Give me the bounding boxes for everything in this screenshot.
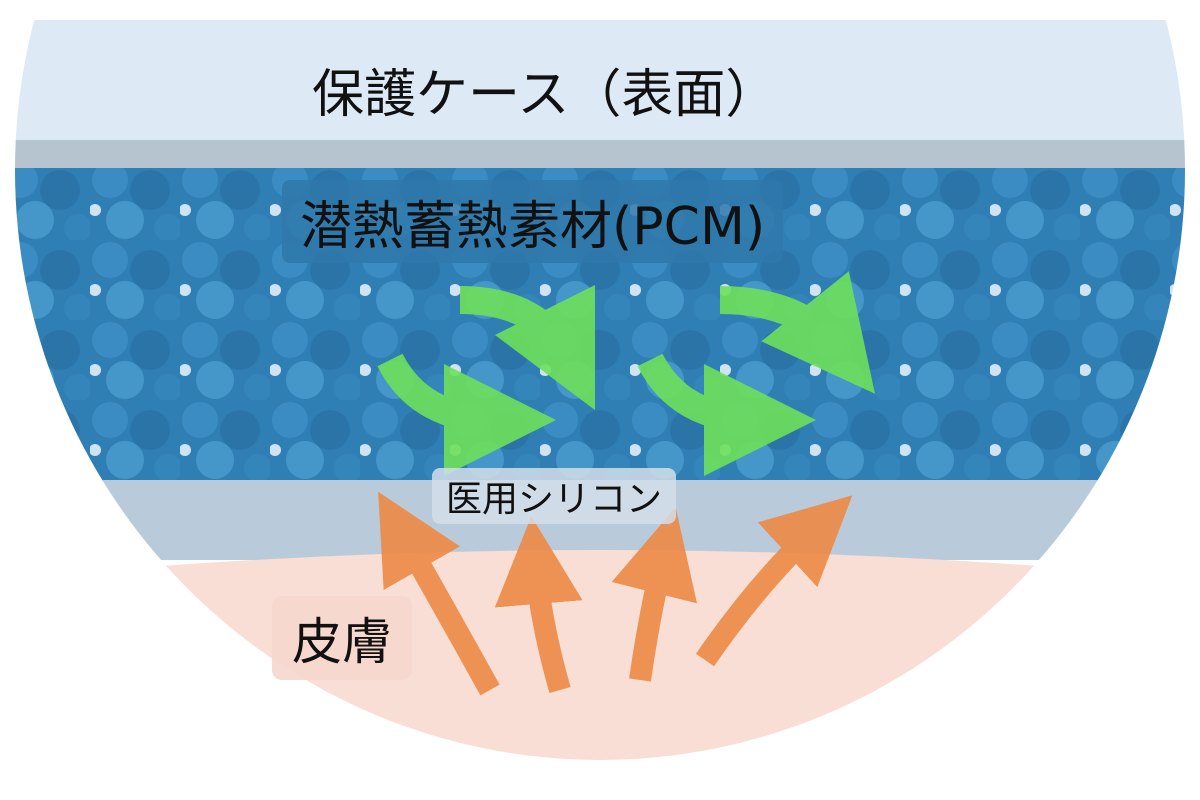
heat-arrow-icon [378,491,500,696]
green-arrow-icon [719,271,876,394]
skin-layer [15,550,1185,760]
heat-arrow-icon [611,507,698,682]
heat-arrows [378,491,853,696]
case-label: 保護ケース（表面） [312,65,778,125]
heat-arrow-icon [494,516,583,694]
silicone-label: 医用シリコン [432,468,677,524]
skin-label: 皮膚 [272,596,412,680]
pcm-label: 潜熱蓄熱素材(PCM) [282,180,784,263]
heat-arrow-icon [695,495,853,667]
case-edge [15,140,1185,170]
green-arrow-icon [459,284,596,411]
green-arrow-icon [377,353,556,476]
green-arrow-icon [637,353,816,476]
protective-case-layer [15,20,1185,142]
circulation-arrows [377,271,876,476]
